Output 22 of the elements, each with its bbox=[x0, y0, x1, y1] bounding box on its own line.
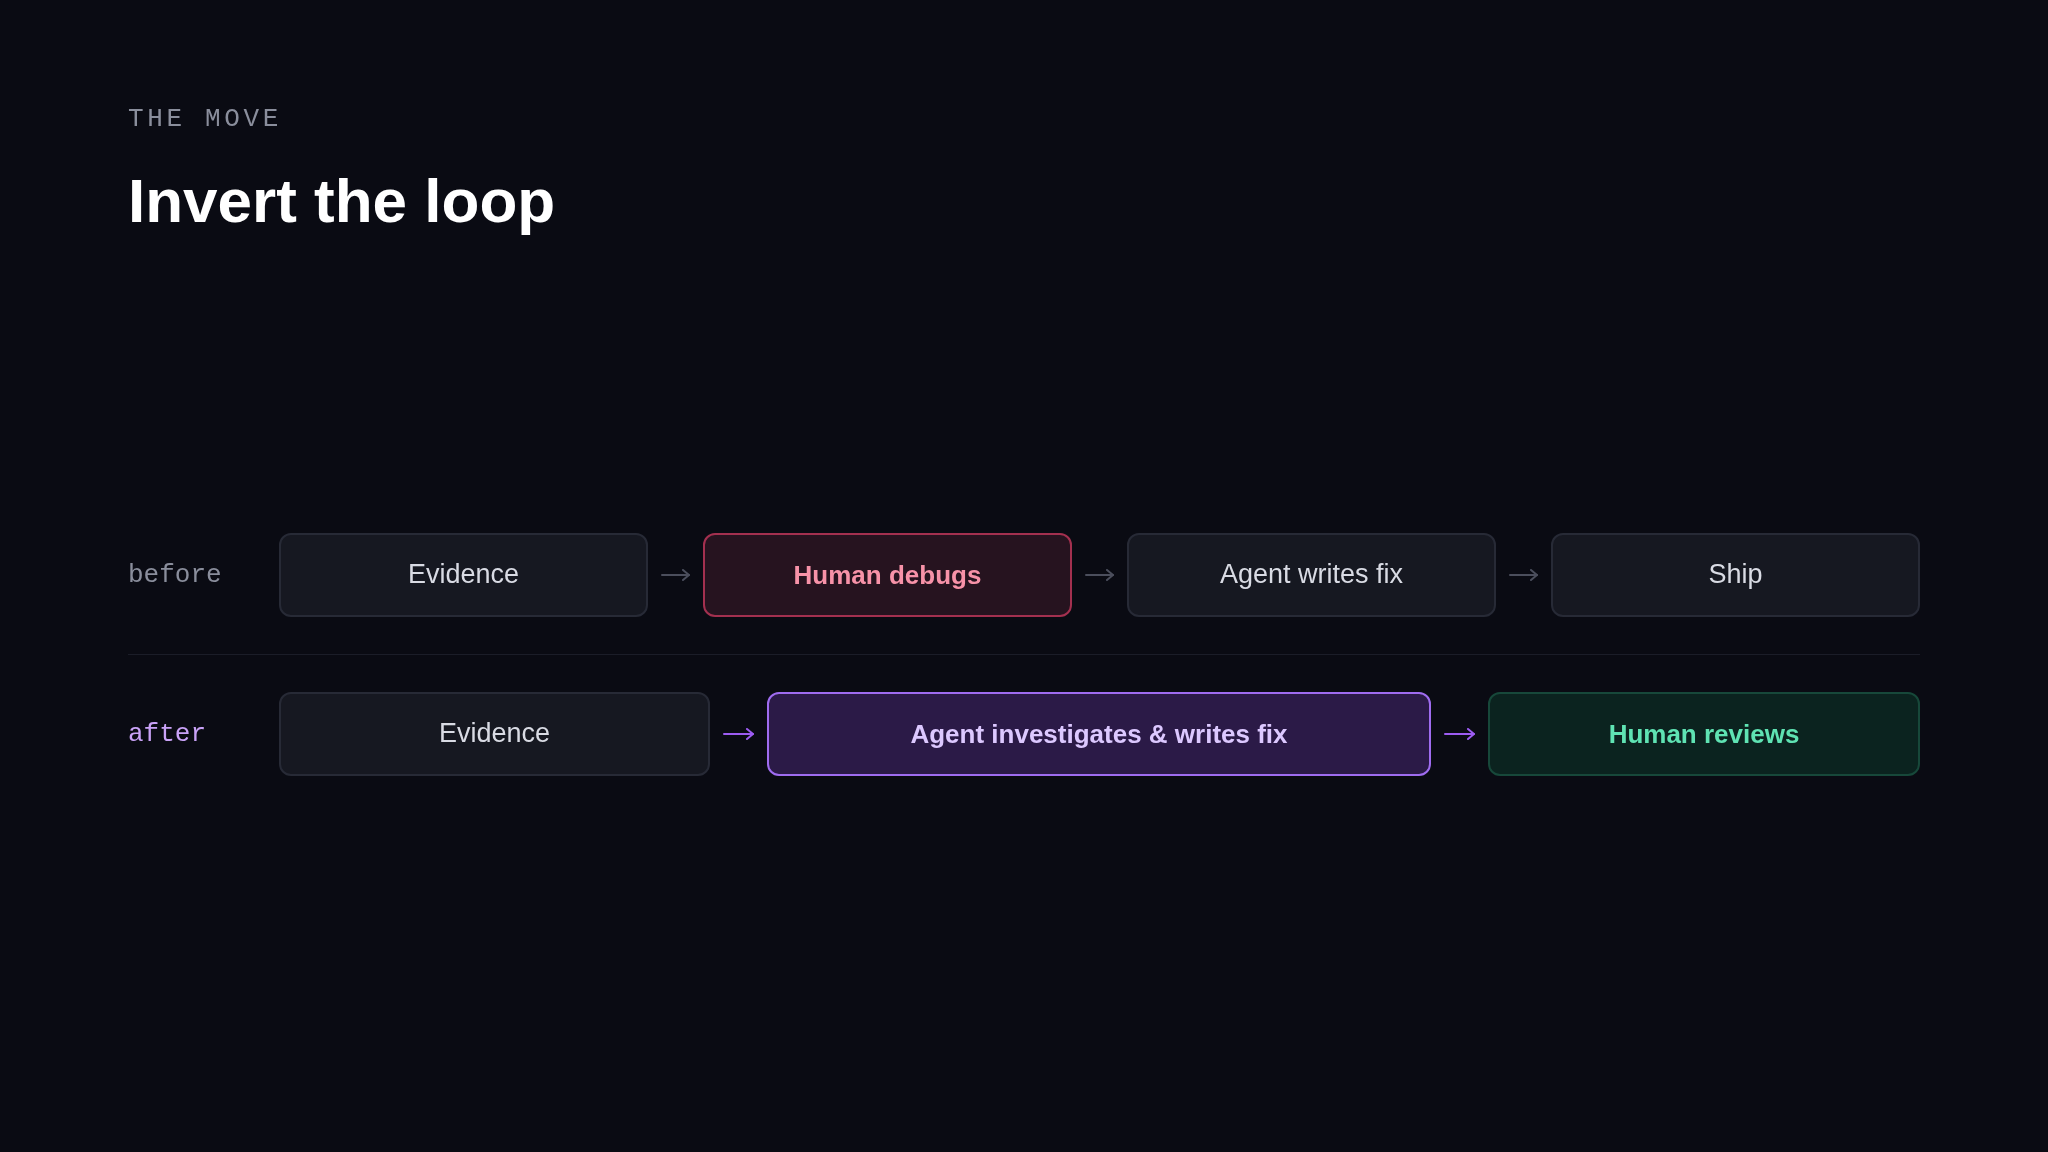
arrow bbox=[1085, 569, 1114, 581]
step-label: Evidence bbox=[406, 558, 521, 592]
arrow bbox=[1509, 569, 1538, 581]
step-box bbox=[1551, 533, 1920, 617]
row-label: before bbox=[128, 562, 222, 588]
step-box bbox=[1127, 533, 1496, 617]
step-box bbox=[279, 692, 710, 776]
step-label: Ship bbox=[1707, 558, 1764, 592]
step-box bbox=[279, 533, 648, 617]
arrow bbox=[1444, 728, 1475, 740]
step-label: Agent writes fix bbox=[1218, 558, 1405, 592]
arrow bbox=[723, 728, 754, 740]
step-label: Human reviews bbox=[1607, 717, 1801, 751]
row-label: after bbox=[128, 721, 206, 747]
section-eyebrow: THE MOVE bbox=[128, 106, 282, 132]
step-box bbox=[767, 692, 1431, 776]
step-label: Human debugs bbox=[792, 558, 983, 592]
arrow bbox=[661, 569, 690, 581]
step-box bbox=[1488, 692, 1920, 776]
step-label: Evidence bbox=[437, 717, 552, 751]
step-label: Agent investigates & writes fix bbox=[909, 717, 1289, 751]
step-box bbox=[703, 533, 1072, 617]
